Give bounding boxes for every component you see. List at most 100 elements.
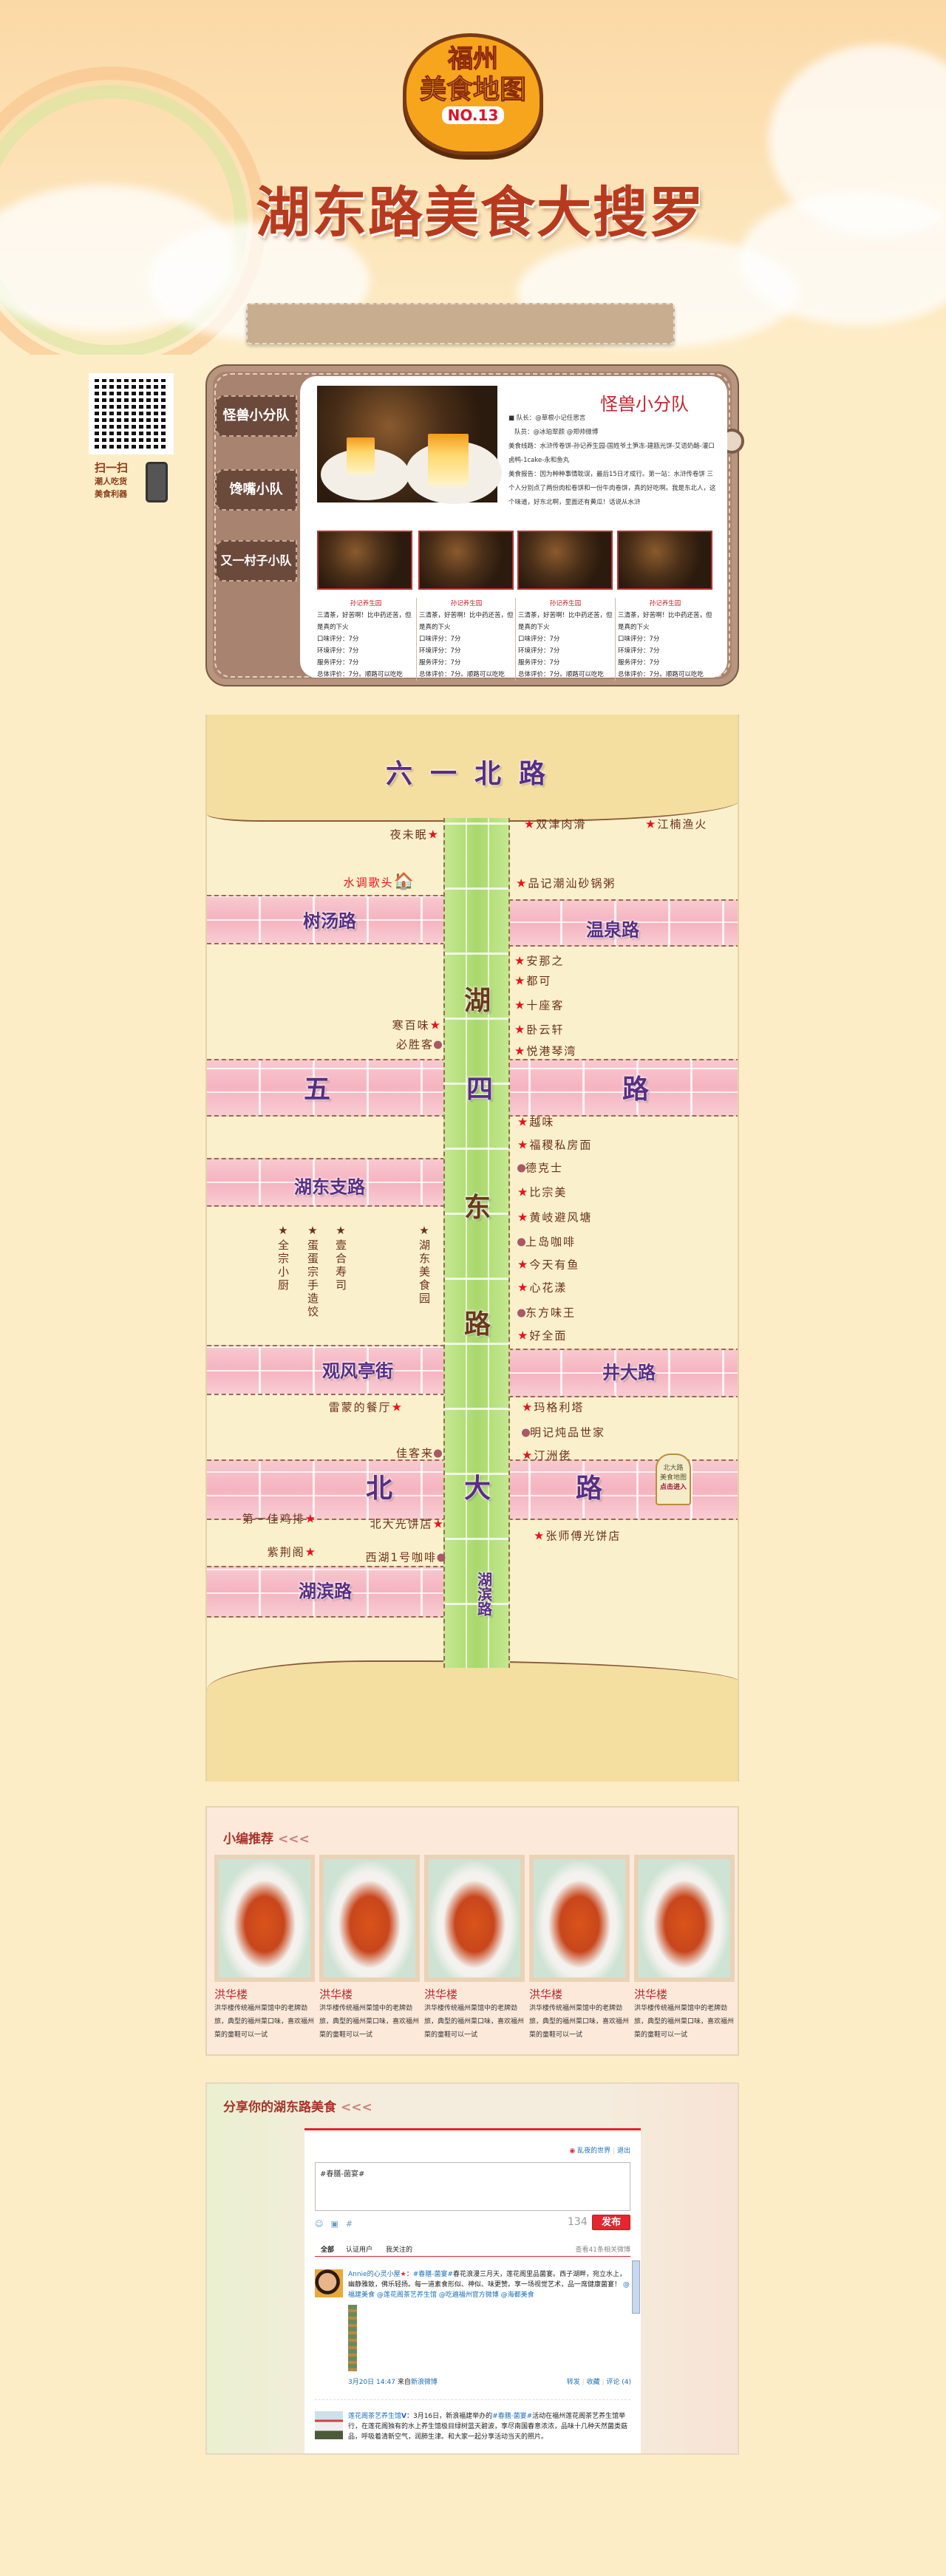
topic-icon[interactable]: # [345,2219,361,2229]
map-place-3[interactable]: ★品记潮汕砂锅粥 [516,876,616,891]
emoji-icon[interactable]: ☺ [315,2219,331,2229]
publish-button[interactable]: 发布 [592,2215,630,2230]
post-topic[interactable]: #春膳·菌宴# [492,2413,533,2420]
post-topic[interactable]: #春膳-菌宴# [412,2271,454,2278]
recommend-card[interactable]: 洪华楼洪华楼传统福州菜馆中的老牌劲旅，典型的福州菜口味，喜欢福州菜的童鞋可以一试 [214,1855,315,2042]
restaurant-name[interactable]: 洪华楼 [214,1988,248,2001]
map-place-2[interactable]: ★江楠渔火 [645,817,707,832]
map-place-36[interactable]: 西湖1号咖啡 [365,1550,445,1565]
restaurant-name[interactable]: 洪华楼 [634,1988,668,2001]
dish-photo[interactable] [214,1855,315,1982]
road-label: 路 [622,1074,650,1105]
review-thumb[interactable] [517,531,613,590]
avatar[interactable] [315,2411,343,2439]
map-place-29[interactable]: ★壹合寿司 [333,1224,349,1292]
sign-enter-link[interactable]: 点击进入 [659,1484,687,1491]
post-author[interactable]: Annie的心灵小屋 [348,2271,401,2278]
review-card: 孙记养生园 三清茶，好苦啊！比中药还苦，但是真的下火 口味评分：7分 环境评分：… [615,598,712,681]
map-place-18[interactable]: ★好全面 [517,1328,567,1343]
map-place-28[interactable]: ★蛋蛋宗手造饺 [305,1224,321,1319]
post-images[interactable] [348,2305,357,2371]
post-text: 活动在福州莲花阁茶艺养生馆举行，在莲花阁独有的水上养生馆极目绿树蓝天碧波，享尽南… [348,2413,628,2441]
post-source[interactable]: 新浪微博 [410,2379,438,2386]
weibo-user-bar: ◉ 乱夜的世界 | 退出 [569,2147,630,2155]
map-place-21[interactable]: ★汀洲佬 [522,1448,571,1463]
repost-link[interactable]: 转发 [566,2379,580,2386]
dish-photo[interactable] [529,1855,630,1982]
dish-photo[interactable] [424,1855,525,1982]
map-place-30[interactable]: ★湖东美食园 [417,1224,432,1306]
map-place-31[interactable]: 雷蒙的餐厅★ [329,1400,404,1415]
map-place-34[interactable]: 北大光饼店★ [370,1516,445,1532]
map-place-27[interactable]: ★全宗小厨 [276,1224,291,1292]
road-label: 大 [463,1473,491,1504]
recommend-card[interactable]: 洪华楼洪华楼传统福州菜馆中的老牌劲旅，典型的福州菜口味，喜欢福州菜的童鞋可以一试 [529,1855,630,2042]
beida-road-map-sign[interactable]: 北大路 美食地图 点击进入 [656,1454,691,1505]
map-place-15[interactable]: ★今天有鱼 [517,1257,579,1272]
map-place-6[interactable]: ★十座客 [514,998,564,1013]
tab-team-2[interactable]: 馋嘴小队 [215,469,297,511]
tab-following[interactable]: 我关注的 [386,2246,413,2254]
road-label: 观风亭街 [322,1360,393,1382]
decorative-banner-strip [246,303,675,344]
map-place-5[interactable]: ★都可 [514,973,551,989]
post-time[interactable]: 3月20日 14:47 [348,2379,395,2386]
tab-team-1[interactable]: 怪兽小分队 [215,395,297,437]
tab-team-3[interactable]: 又一村子小队 [215,540,297,582]
map-place-9[interactable]: ★越味 [517,1114,554,1130]
recommend-card[interactable]: 洪华楼洪华楼传统福州菜馆中的老牌劲旅，典型的福州菜口味，喜欢福州菜的童鞋可以一试 [634,1855,735,2042]
recommend-card[interactable]: 洪华楼洪华楼传统福州菜馆中的老牌劲旅，典型的福州菜口味，喜欢福州菜的童鞋可以一试 [424,1855,525,2042]
map-place-7[interactable]: ★卧云轩 [514,1022,564,1037]
comment-link[interactable]: 评论 (4) [606,2379,631,2386]
recommend-card[interactable]: 洪华楼洪华楼传统福州菜馆中的老牌劲旅，典型的福州菜口味，喜欢福州菜的童鞋可以一试 [319,1855,420,2042]
review-thumb[interactable] [617,531,712,590]
dish-photo[interactable] [634,1855,735,1982]
review-thumb[interactable] [317,531,412,590]
map-place-14[interactable]: 上岛咖啡 [517,1234,576,1250]
scrollbar[interactable] [632,2260,640,2314]
logout-link[interactable]: 退出 [616,2147,630,2155]
map-place-22[interactable]: ★张师傅光饼店 [534,1528,621,1544]
map-place-26[interactable]: 必胜客 [396,1037,442,1052]
map-place-33[interactable]: 第一佳鸡排★ [242,1511,317,1527]
tab-verified[interactable]: 认证用户 [346,2246,373,2254]
map-place-13[interactable]: ★黄岐避风塘 [517,1210,592,1225]
restaurant-name[interactable]: 洪华楼 [319,1988,353,2001]
restaurant-name[interactable]: 洪华楼 [529,1988,563,2001]
favorite-link[interactable]: 收藏 [586,2379,600,2386]
map-place-24[interactable]: 水调歌头🏠 [344,873,415,891]
map-place-10[interactable]: ★福稷私房面 [517,1137,592,1153]
view-more-link[interactable]: 查看41条相关微博 [575,2246,630,2254]
map-place-20[interactable]: 明记炖品世家 [522,1425,605,1440]
tab-all[interactable]: 全部 [321,2246,335,2254]
avatar[interactable] [315,2269,343,2297]
weibo-post-input[interactable]: #春膳-菌宴# [315,2162,630,2211]
post-mentions[interactable]: @福建美食 @莲花阁茶艺养生馆 @吃遍福州官方微博 @海都美食 [348,2281,630,2299]
weibo-username-link[interactable]: 乱夜的世界 [577,2147,611,2155]
map-place-23[interactable]: 夜未眠★ [390,827,440,842]
restaurant-desc: 洪华楼传统福州菜馆中的老牌劲旅，典型的福州菜口味，喜欢福州菜的童鞋可以一试 [214,2005,315,2039]
map-place-1[interactable]: ★双津肉滑 [524,817,586,832]
map-place-17[interactable]: 东方味王 [517,1305,576,1321]
map-place-12[interactable]: ★比宗美 [517,1185,567,1200]
map-place-19[interactable]: ★玛格利塔 [522,1400,584,1415]
composer-tools: ☺▣# [315,2219,360,2229]
post-author[interactable]: 莲花阁茶艺养生馆 [348,2413,402,2420]
star-icon: ★ [306,1224,319,1239]
map-place-11[interactable]: 德克士 [517,1160,563,1176]
image-icon[interactable]: ▣ [330,2219,346,2229]
place-name: 德克士 [525,1161,564,1175]
restaurant-name[interactable]: 洪华楼 [424,1988,458,2001]
review-env: 环境评分：7分 [317,647,359,655]
map-place-25[interactable]: 寒百味★ [392,1018,442,1033]
map-place-16[interactable]: ★心花漾 [517,1280,567,1295]
place-name: 夜未眠 [389,828,428,842]
review-taste: 口味评分：7分 [618,636,660,643]
map-place-32[interactable]: 佳客来 [396,1445,442,1461]
map-place-35[interactable]: 紫荆阁★ [268,1544,317,1560]
map-place-8[interactable]: ★悦港琴湾 [514,1043,576,1059]
review-thumb[interactable] [418,531,514,590]
map-place-4[interactable]: ★安那之 [514,953,564,969]
dish-photo[interactable] [319,1855,420,1982]
weibo-post: Annie的心灵小屋★：#春膳-菌宴#春花浪漫三月天，莲花阁里品菌宴。西子湖畔，… [315,2269,631,2388]
